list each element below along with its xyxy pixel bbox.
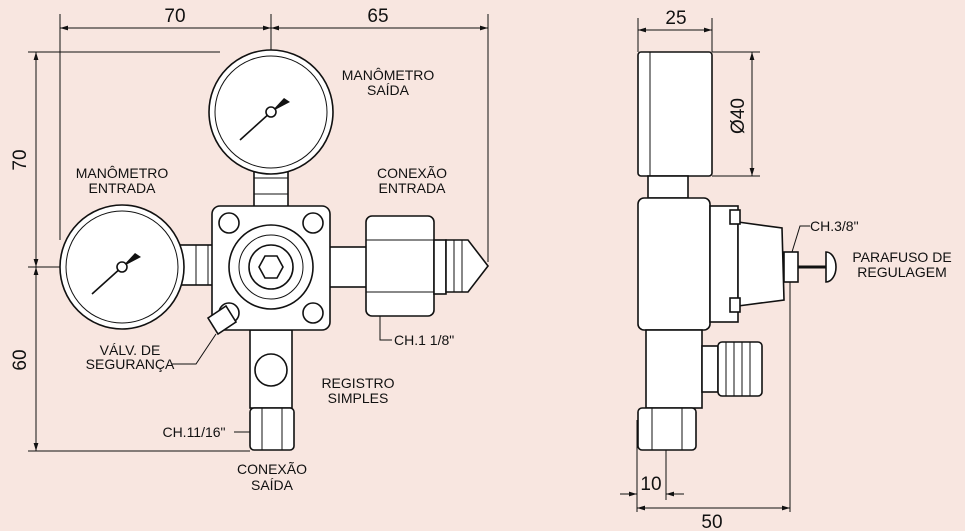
front-view: 70 65 70 60 bbox=[10, 6, 490, 493]
inlet-gauge-label-1: MANÔMETRO bbox=[76, 165, 169, 181]
dim-70-width: 70 bbox=[164, 6, 185, 27]
safety-valve-label-1: VÁLV. DE bbox=[100, 342, 161, 358]
inlet-wrench-label: CH.1 1/8" bbox=[394, 332, 454, 348]
dim-60-height: 60 bbox=[10, 349, 31, 370]
inlet-gauge-label-2: ENTRADA bbox=[89, 180, 157, 196]
inlet-connection-label-1: CONEXÃO bbox=[377, 165, 447, 181]
safety-valve-label-2: SEGURANÇA bbox=[86, 356, 175, 372]
adjust-wrench-label: CH.3/8" bbox=[810, 218, 859, 234]
dim-50: 50 bbox=[701, 512, 722, 531]
outlet-stem bbox=[249, 329, 295, 451]
outlet-connection-label-1: CONEXÃO bbox=[237, 461, 307, 477]
dim-65-width: 65 bbox=[367, 6, 388, 27]
dim-left: 70 60 bbox=[10, 51, 250, 452]
side-view: 25 Ø40 10 50 bbox=[620, 8, 952, 531]
side-body bbox=[637, 197, 837, 331]
dim-25: 25 bbox=[665, 8, 686, 29]
outlet-gauge bbox=[208, 49, 334, 211]
simple-valve-label-2: SIMPLES bbox=[328, 390, 389, 406]
adjust-screw-label-1: PARAFUSO DE bbox=[852, 249, 951, 265]
outlet-connection-label-2: SAÍDA bbox=[251, 477, 294, 493]
inlet-connection bbox=[325, 215, 490, 317]
inlet-gauge bbox=[59, 204, 221, 330]
side-dims: 25 Ø40 10 50 bbox=[620, 8, 791, 531]
dim-top: 70 65 bbox=[59, 6, 489, 262]
dim-70-height: 70 bbox=[10, 149, 31, 170]
inlet-connection-label-2: ENTRADA bbox=[379, 180, 447, 196]
dim-diameter-40: Ø40 bbox=[728, 98, 749, 134]
front-leaders bbox=[172, 316, 392, 433]
regulator-body bbox=[206, 205, 331, 336]
dim-10: 10 bbox=[640, 474, 661, 495]
adjust-screw-label-2: REGULAGEM bbox=[857, 264, 946, 280]
side-valve bbox=[637, 329, 763, 451]
side-gauge bbox=[637, 51, 713, 199]
outlet-wrench-label: CH.11/16" bbox=[162, 424, 225, 440]
adjust-wrench-leader bbox=[791, 225, 810, 253]
simple-valve-label-1: REGISTRO bbox=[321, 375, 394, 391]
outlet-gauge-label-1: MANÔMETRO bbox=[342, 67, 435, 83]
outlet-gauge-label-2: SAÍDA bbox=[367, 82, 410, 98]
